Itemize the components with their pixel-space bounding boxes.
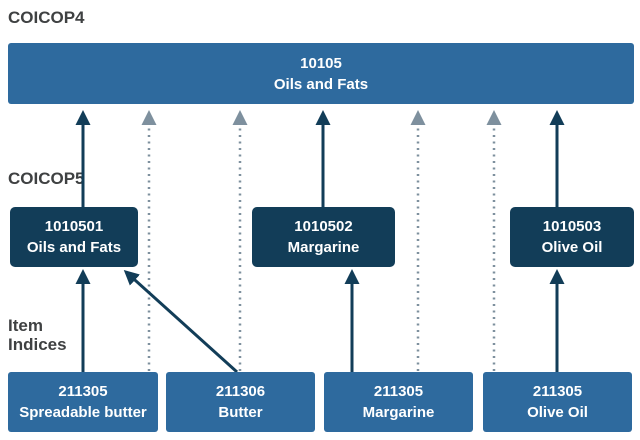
coicop5-node-name: Margarine xyxy=(287,239,360,256)
item-node-name: Margarine xyxy=(362,404,435,421)
coicop5-node-code: 1010503 xyxy=(542,218,602,235)
item-indices-label-line1: Item xyxy=(8,316,43,335)
coicop5-node-code: 1010502 xyxy=(294,218,353,235)
edge-butter-to-coicop5-oils-and-fats xyxy=(123,269,239,374)
coicop5-node-olive-oil: 1010503 Olive Oil xyxy=(510,207,634,267)
item-indices-label-line2: Indices xyxy=(8,335,67,354)
coicop5-node-margarine: 1010502 Margarine xyxy=(252,207,395,267)
item-node-code: 211305 xyxy=(58,383,108,400)
item-node-code: 211305 xyxy=(373,383,424,400)
coicop5-node-oils-and-fats: 1010501 Oils and Fats xyxy=(10,207,138,267)
item-indices-tier-label: Item Indices xyxy=(8,316,67,354)
item-node-spreadable-butter: 211305 Spreadable butter xyxy=(8,372,158,432)
item-node-butter: 211306 Butter xyxy=(166,372,315,432)
coicop5-node-code: 1010501 xyxy=(44,218,104,235)
coicop4-node-name: Oils and Fats xyxy=(273,75,369,93)
item-node-margarine: 211305 Margarine xyxy=(324,372,473,432)
coicop4-node-oils-and-fats: 10105 Oils and Fats xyxy=(8,43,634,104)
item-node-olive-oil: 211305 Olive Oil xyxy=(483,372,632,432)
coicop5-node-name: Oils and Fats xyxy=(26,239,122,256)
item-node-code: 211306 xyxy=(215,383,266,400)
coicop5-tier-label: COICOP5 xyxy=(8,169,85,188)
item-node-name: Olive Oil xyxy=(527,404,588,421)
coicop5-node-name: Olive Oil xyxy=(541,239,603,256)
item-node-name: Spreadable butter xyxy=(19,404,147,421)
item-node-code: 211305 xyxy=(532,383,583,400)
coicop4-tier-label: COICOP4 xyxy=(8,8,85,27)
coicop4-node-code: 10105 xyxy=(300,54,342,72)
item-node-name: Butter xyxy=(218,404,263,421)
